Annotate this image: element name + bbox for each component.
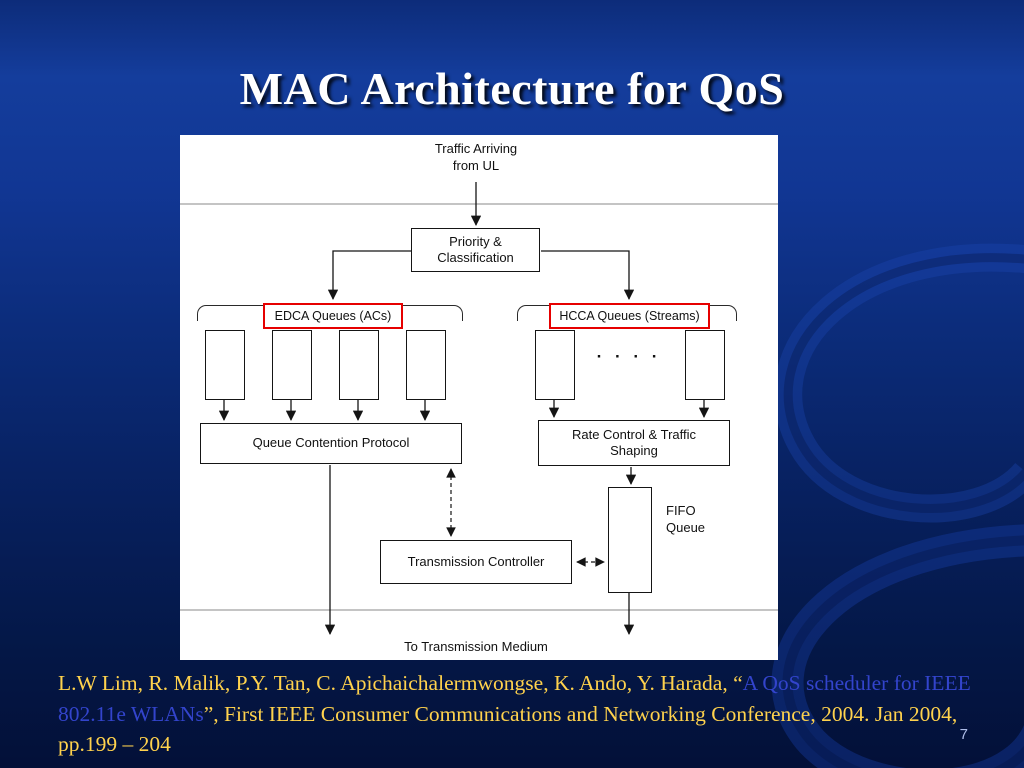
edca-queue-1 bbox=[205, 330, 245, 400]
edca-queues-label: EDCA Queues (ACs) bbox=[263, 303, 403, 329]
slide-title: MAC Architecture for QoS bbox=[239, 63, 785, 114]
fifo-queue-label: FIFO Queue bbox=[666, 503, 706, 535]
citation-part3: ”, First IEEE Consumer Communications an… bbox=[58, 701, 958, 757]
hcca-queue-1 bbox=[535, 330, 575, 400]
to-transmission-medium-label: To Transmission Medium bbox=[404, 639, 548, 654]
fifo-queue-shape bbox=[608, 487, 652, 593]
edca-queue-3 bbox=[339, 330, 379, 400]
citation-hyperlink[interactable]: A QoS scheduler for IEEE 802.11e WLANs bbox=[58, 671, 971, 726]
citation-part1: L.W Lim, R. Malik, P.Y. Tan, C. Apichaic… bbox=[58, 671, 743, 695]
priority-classification-box: Priority & Classification bbox=[411, 228, 540, 272]
traffic-arriving-label: Traffic Arriving from UL bbox=[434, 141, 518, 173]
mac-architecture-diagram: Traffic Arriving from UL Priority & Clas… bbox=[180, 135, 778, 660]
edca-queue-4 bbox=[406, 330, 446, 400]
transmission-controller-box: Transmission Controller bbox=[380, 540, 572, 584]
rate-control-traffic-shaping-box: Rate Control & Traffic Shaping bbox=[538, 420, 730, 466]
hcca-queues-label: HCCA Queues (Streams) bbox=[549, 303, 710, 329]
hcca-queues-ellipsis: · · · · bbox=[596, 347, 662, 366]
edca-queue-2 bbox=[272, 330, 312, 400]
hcca-queue-2 bbox=[685, 330, 725, 400]
diagram-connectors bbox=[180, 182, 778, 636]
citation-text: L.W Lim, R. Malik, P.Y. Tan, C. Apichaic… bbox=[58, 668, 1010, 760]
page-number: 7 bbox=[959, 726, 968, 743]
queue-contention-protocol-box: Queue Contention Protocol bbox=[200, 423, 462, 464]
